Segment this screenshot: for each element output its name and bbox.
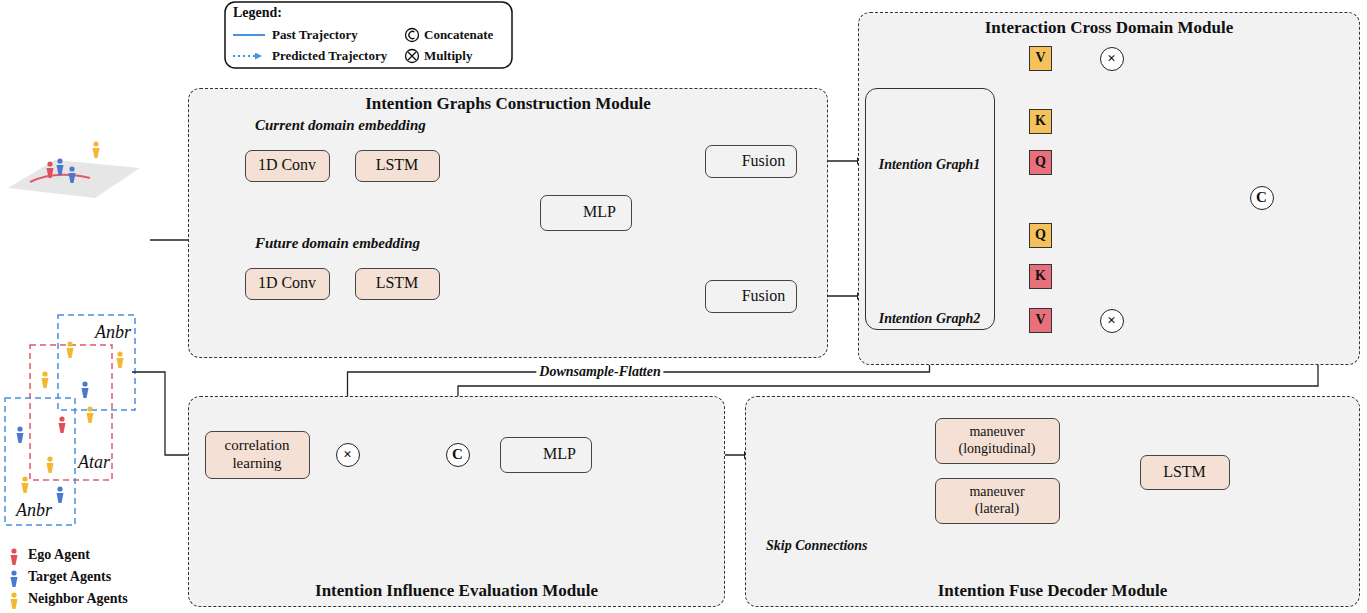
node-label: Intention Graph2 (866, 311, 994, 327)
node-label: Q (1035, 154, 1046, 170)
legend-entry: Predicted Trajectory (272, 48, 387, 64)
node-label: maneuver (longitudinal) (949, 424, 1045, 456)
legend-entry: Multiply (424, 48, 472, 64)
qkv-box: K (1029, 109, 1052, 133)
annotation: Skip Connections (766, 538, 868, 554)
node-label: Intention Graph1 (866, 157, 994, 173)
process-box: maneuver (longitudinal) (935, 418, 1060, 464)
process-box: LSTM (1140, 455, 1230, 490)
process-box: Fusion (705, 280, 797, 313)
process-box: Fusion (705, 145, 797, 178)
module-title: Intention Influence Evaluation Module (189, 581, 724, 601)
node-label: LSTM (376, 156, 419, 174)
annotation: Anbr (16, 500, 52, 521)
annotation: Legend: (233, 5, 282, 21)
node-label: K (1035, 113, 1046, 129)
operator-circle: × (1100, 47, 1124, 71)
node-label: maneuver (lateral) (949, 484, 1045, 516)
module-panel: correlation learning × C MLP Intention Influ… (188, 396, 725, 607)
node-label: Fusion (742, 287, 786, 305)
process-box: MLP (500, 437, 592, 473)
annotation: Atar (78, 452, 110, 473)
annotation: Current domain embedding (255, 117, 426, 134)
connector-label: Downsample-Flatten (536, 364, 663, 380)
process-box: 1D Conv (245, 268, 330, 300)
process-box: correlation learning (205, 431, 310, 479)
node-label: C (1256, 189, 1267, 206)
node-label: V (1035, 312, 1045, 328)
qkv-box: Q (1029, 223, 1052, 247)
node-label: Fusion (742, 152, 786, 170)
process-box: 1D Conv (245, 150, 330, 182)
node-label: × (1107, 312, 1116, 329)
legend-entry: Target Agents (28, 569, 111, 585)
annotation: Anbr (95, 322, 131, 343)
legend-entry: Concatenate (424, 27, 493, 43)
qkv-box: V (1029, 308, 1051, 332)
node-label: V (1035, 50, 1045, 66)
module-panel: Intention Graph1Intention Graph2VKQQKV××… (858, 12, 1360, 365)
module-title: Intention Graphs Construction Module (189, 94, 827, 114)
operator-circle: × (336, 443, 360, 467)
qkv-box: V (1029, 46, 1051, 70)
process-box: maneuver (lateral) (935, 478, 1060, 524)
process-box: LSTM (355, 150, 440, 182)
graph-panel: Intention Graph1Intention Graph2 (865, 88, 995, 330)
legend-entry: Past Trajectory (272, 27, 358, 43)
node-label: 1D Conv (258, 156, 316, 174)
operator-circle: C (446, 443, 470, 467)
qkv-box: Q (1029, 150, 1052, 174)
module-title: Intention Fuse Decoder Module (746, 581, 1359, 601)
module-title: Interaction Cross Domain Module (859, 18, 1359, 38)
node-label: × (1107, 50, 1116, 67)
node-label: K (1035, 268, 1046, 284)
node-label: correlation learning (211, 437, 303, 472)
node-label: 1D Conv (258, 274, 316, 292)
process-box: MLP (540, 195, 632, 231)
node-label: MLP (583, 203, 616, 221)
qkv-box: K (1029, 264, 1052, 288)
process-box: LSTM (355, 268, 440, 300)
module-panel: maneuver (longitudinal) maneuver (lateral… (745, 396, 1360, 607)
node-label: LSTM (376, 274, 419, 292)
node-label: C (452, 446, 463, 463)
node-label: Q (1035, 227, 1046, 243)
annotation: Future domain embedding (255, 235, 420, 252)
node-label: × (343, 446, 352, 463)
legend-entry: Neighbor Agents (28, 591, 128, 607)
operator-circle: × (1100, 309, 1124, 333)
node-label: LSTM (1163, 463, 1206, 481)
node-label: MLP (543, 445, 576, 463)
operator-circle: C (1250, 186, 1274, 210)
legend-entry: Ego Agent (28, 547, 90, 563)
